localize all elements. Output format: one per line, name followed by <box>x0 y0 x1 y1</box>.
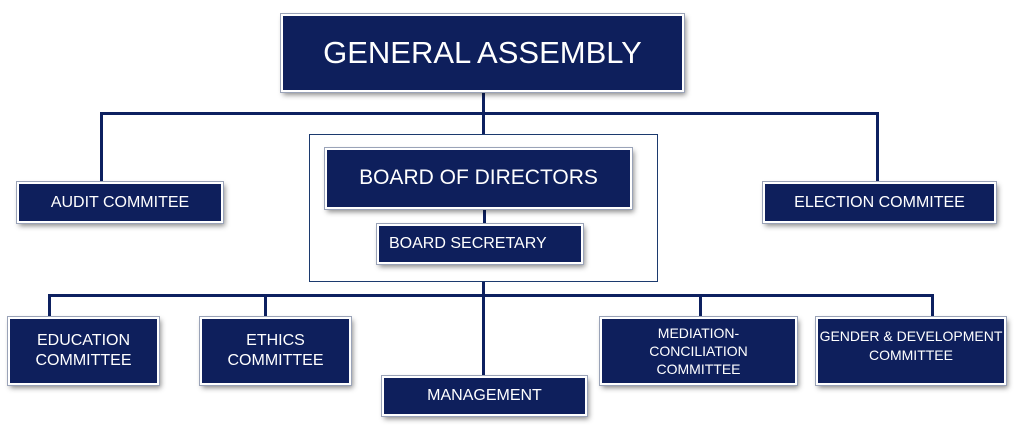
connector-frame-down <box>482 282 485 296</box>
connector-education-down <box>48 294 51 317</box>
election-committee-box: ELECTION COMMITEE <box>762 181 997 224</box>
mediation-committee-box: MEDIATION- CONCILIATION COMMITTEE <box>599 316 798 386</box>
connector-board-secretary <box>483 208 486 224</box>
connector-top-horizontal <box>100 112 879 115</box>
board-of-directors-box: BOARD OF DIRECTORS <box>324 147 633 210</box>
connector-ethics-down <box>264 294 267 317</box>
connector-gender-down <box>931 294 934 317</box>
connector-election-down <box>876 112 879 182</box>
connector-mediation-down <box>699 294 702 317</box>
gender-development-committee-box: GENDER & DEVELOPMENT COMMITTEE <box>815 316 1007 386</box>
connector-audit-down <box>100 112 103 182</box>
audit-committee-box: AUDIT COMMITEE <box>16 181 224 224</box>
ethics-committee-box: ETHICS COMMITTEE <box>199 316 352 386</box>
connector-management-down <box>482 294 485 376</box>
board-group-frame <box>309 134 658 282</box>
education-committee-box: EDUCATION COMMITTEE <box>7 316 160 386</box>
general-assembly-box: GENERAL ASSEMBLY <box>280 13 685 93</box>
management-box: MANAGEMENT <box>381 375 588 417</box>
connector-bottom-horizontal <box>48 294 934 297</box>
board-secretary-box: BOARD SECRETARY <box>376 223 584 265</box>
